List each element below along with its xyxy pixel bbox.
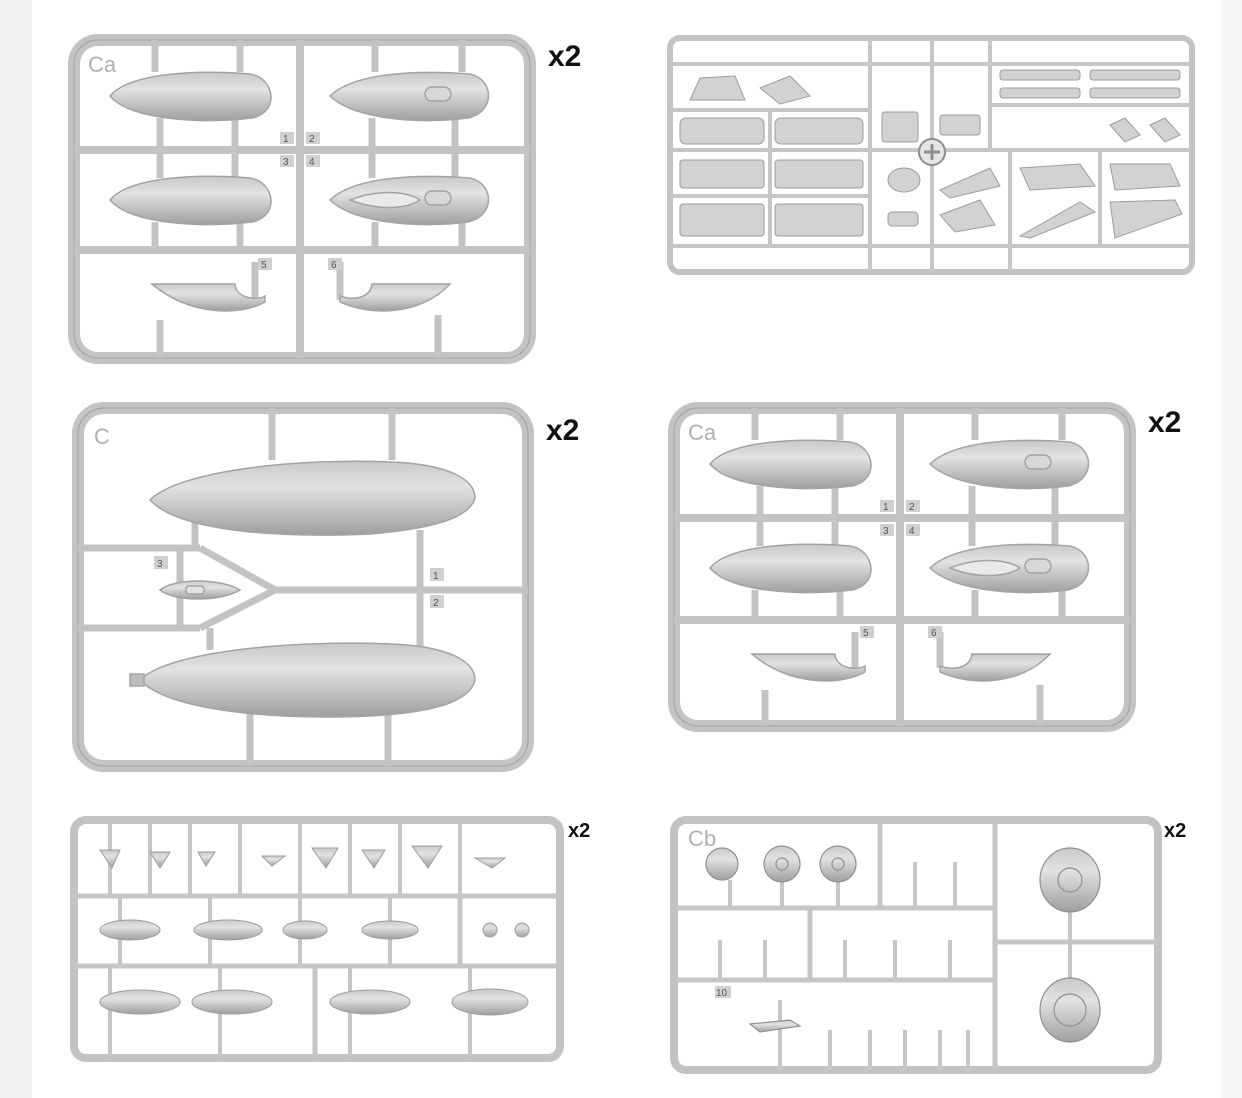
part-number: 4 xyxy=(909,526,915,537)
sprue-ca-top-code: Ca xyxy=(88,52,117,77)
part-number: 1 xyxy=(283,134,289,145)
part-number: 3 xyxy=(157,559,163,570)
sprue-c-part-numbers: 1 2 3 xyxy=(154,556,444,609)
sprue-wheels-quantity: x2 xyxy=(1164,820,1187,842)
part-number: 5 xyxy=(261,260,267,271)
sprue-wheels xyxy=(670,816,1162,1074)
sprue-ca-right-part-numbers: 1 2 3 4 5 6 xyxy=(860,500,942,639)
sprue-ca-top xyxy=(68,34,536,364)
sprue-c-quantity: x2 xyxy=(546,414,580,447)
sprue-c xyxy=(72,402,534,772)
sprue-ca-right xyxy=(668,402,1136,732)
sprue-ca-right-code: Ca xyxy=(688,420,717,445)
part-number: 6 xyxy=(931,628,937,639)
sprue-ca-right-quantity: x2 xyxy=(1148,406,1182,439)
part-number: 2 xyxy=(433,598,439,609)
part-number: 4 xyxy=(309,157,315,168)
sprue-detail xyxy=(667,35,1195,275)
right-margin xyxy=(1222,0,1242,1098)
part-number: 3 xyxy=(883,526,889,537)
sprue-ca-top-part-numbers: 1 2 3 4 5 6 xyxy=(258,132,342,271)
part-number: 6 xyxy=(331,260,337,271)
part-number: 10 xyxy=(716,988,728,999)
part-number: 3 xyxy=(283,157,289,168)
sprue-wheels-part-numbers: 10 xyxy=(715,986,731,999)
sprue-wheels-code: Cb xyxy=(688,826,716,851)
part-number: 1 xyxy=(883,502,889,513)
sprue-small-parts xyxy=(70,816,564,1062)
sprue-small-parts-quantity: x2 xyxy=(568,820,591,842)
part-number: 1 xyxy=(433,571,439,582)
part-number: 2 xyxy=(909,502,915,513)
sprue-ca-top-quantity: x2 xyxy=(548,40,582,73)
left-margin xyxy=(0,0,32,1098)
part-number: 2 xyxy=(309,134,315,145)
part-number: 5 xyxy=(863,628,869,639)
sprue-c-code: C xyxy=(94,424,110,449)
